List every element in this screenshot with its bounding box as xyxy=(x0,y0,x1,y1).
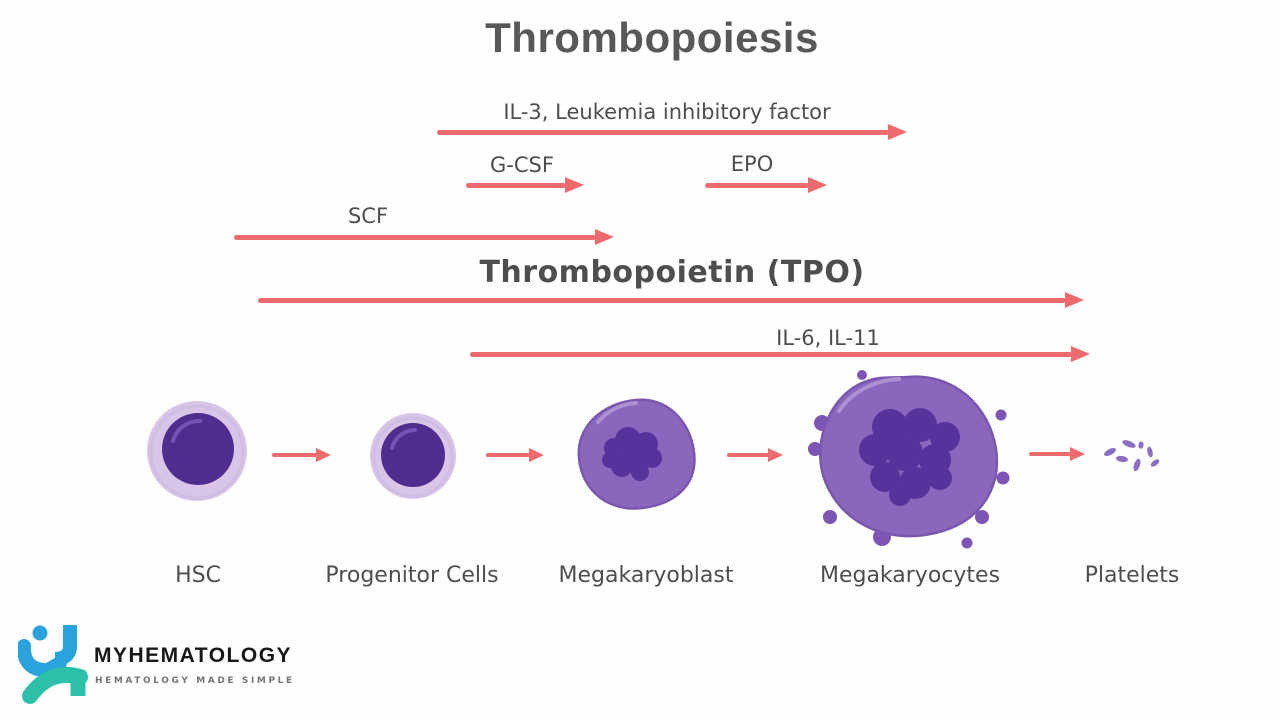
tpo-label: Thrombopoietin (TPO) xyxy=(479,255,865,290)
myhematology-logo-icon xyxy=(18,625,88,704)
epo-arrow xyxy=(705,177,827,193)
gcsf-arrow xyxy=(466,177,584,193)
stage-label-megakaryoblast: Megakaryoblast xyxy=(558,563,734,588)
megakaryocyte-nucleus xyxy=(859,408,960,506)
stage-label-hsc: HSC xyxy=(175,563,221,588)
hsc-cell xyxy=(147,401,247,501)
il3-lif-arrow xyxy=(437,124,907,140)
page-title: Thrombopoiesis xyxy=(485,14,819,61)
scf-label: SCF xyxy=(347,204,389,228)
platelets-cluster xyxy=(1104,440,1160,472)
scf-arrow xyxy=(234,229,614,245)
megakaryocyte-cell xyxy=(808,370,1010,549)
flow-arrow-hsc-progenitor xyxy=(272,448,331,462)
tpo-arrow xyxy=(258,292,1084,308)
logo-name: MYHEMATOLOGY xyxy=(94,644,293,667)
megakaryoblast-cell xyxy=(577,398,696,510)
progenitor-cell xyxy=(370,413,456,499)
flow-arrow-progenitor-megakaryoblast xyxy=(486,448,544,462)
logo-tagline: HEMATOLOGY MADE SIMPLE xyxy=(95,676,295,686)
epo-label: EPO xyxy=(730,152,774,176)
stage-label-progenitor-cells: Progenitor Cells xyxy=(325,563,499,588)
il6-il11-arrow xyxy=(470,346,1090,362)
il6-il11-label: IL-6, IL-11 xyxy=(776,326,880,350)
stage-label-platelets: Platelets xyxy=(1084,563,1180,588)
gcsf-label: G-CSF xyxy=(490,153,554,177)
myhematology-logo: MYHEMATOLOGY HEMATOLOGY MADE SIMPLE xyxy=(18,618,318,714)
stage-label-megakaryocytes: Megakaryocytes xyxy=(819,563,1001,588)
megakaryoblast-nucleus xyxy=(602,427,662,481)
flow-arrow-megakaryoblast-megakaryocyte xyxy=(727,448,783,462)
il3-lif-label: IL-3, Leukemia inhibitory factor xyxy=(503,100,831,124)
flow-arrow-megakaryocyte-platelets xyxy=(1029,447,1085,461)
